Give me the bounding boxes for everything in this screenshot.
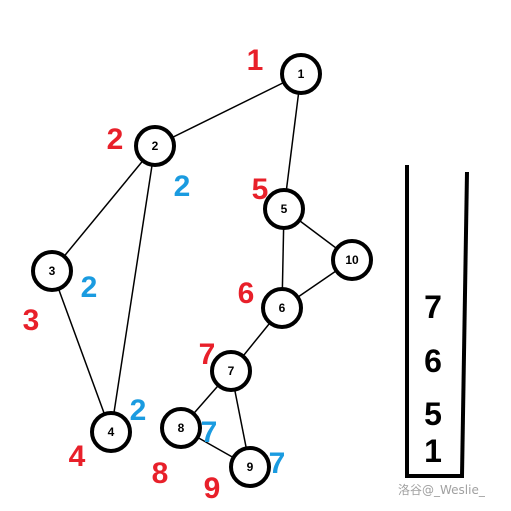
node-1: 1: [280, 53, 322, 95]
edge-1-5: [283, 73, 302, 210]
node-label: 7: [228, 364, 235, 378]
dfn-label-4: 4: [69, 440, 86, 473]
node-label: 3: [49, 264, 56, 278]
node-circle: [134, 125, 176, 167]
dfn-label-3: 3: [23, 304, 40, 337]
stack-item: 1: [424, 433, 442, 469]
node-4: 4: [90, 411, 132, 453]
node-label: 10: [345, 253, 359, 267]
low-label-3: 2: [81, 271, 98, 304]
stack-item: 6: [424, 343, 442, 379]
node-label: 1: [298, 67, 305, 81]
node-circle: [160, 407, 202, 449]
low-label-4: 2: [130, 394, 147, 427]
dfn-label-9: 9: [204, 472, 221, 505]
node-circle: [31, 250, 73, 292]
dfn-label-2: 2: [107, 123, 124, 156]
node-label: 9: [247, 460, 254, 474]
stack: 7 6 51: [405, 165, 469, 478]
node-6: 6: [261, 287, 303, 329]
node-label: 2: [152, 139, 159, 153]
node-5: 5: [263, 188, 305, 230]
node-7: 7: [210, 350, 252, 392]
node-circle: [280, 53, 322, 95]
node-label: 5: [281, 202, 288, 216]
node-2: 2: [134, 125, 176, 167]
dfn-label-1: 1: [247, 44, 264, 77]
stack-item: 7: [424, 289, 442, 325]
stack-item: 5: [424, 396, 442, 432]
node-circle: [210, 350, 252, 392]
node-circle: [331, 239, 373, 281]
dfn-label-7: 7: [199, 338, 216, 371]
edge-2-4: [110, 145, 156, 433]
node-3: 3: [31, 250, 73, 292]
stack-items: 7 6 51: [424, 289, 442, 469]
node-circle: [90, 411, 132, 453]
node-label: 4: [108, 425, 115, 439]
stack-right-wall: [460, 171, 469, 477]
node-label: 6: [279, 301, 286, 315]
dfn-label-6: 6: [238, 277, 255, 310]
edge-3-4: [51, 270, 112, 433]
node-8: 8: [160, 407, 202, 449]
node-9: 9: [229, 446, 271, 488]
node-10: 10: [331, 239, 373, 281]
dfn-label-8: 8: [152, 457, 169, 490]
node-circle: [261, 287, 303, 329]
node-circle: [229, 446, 271, 488]
edge-2-3: [51, 145, 156, 272]
low-label-2: 2: [174, 170, 191, 203]
dfn-label-5: 5: [252, 173, 269, 206]
node-label: 8: [178, 421, 185, 435]
low-label-8: 7: [201, 416, 218, 449]
watermark: 洛谷@_Weslie_: [398, 482, 486, 497]
node-circle: [263, 188, 305, 230]
low-label-9: 7: [269, 447, 286, 480]
edge-1-2: [154, 73, 302, 147]
